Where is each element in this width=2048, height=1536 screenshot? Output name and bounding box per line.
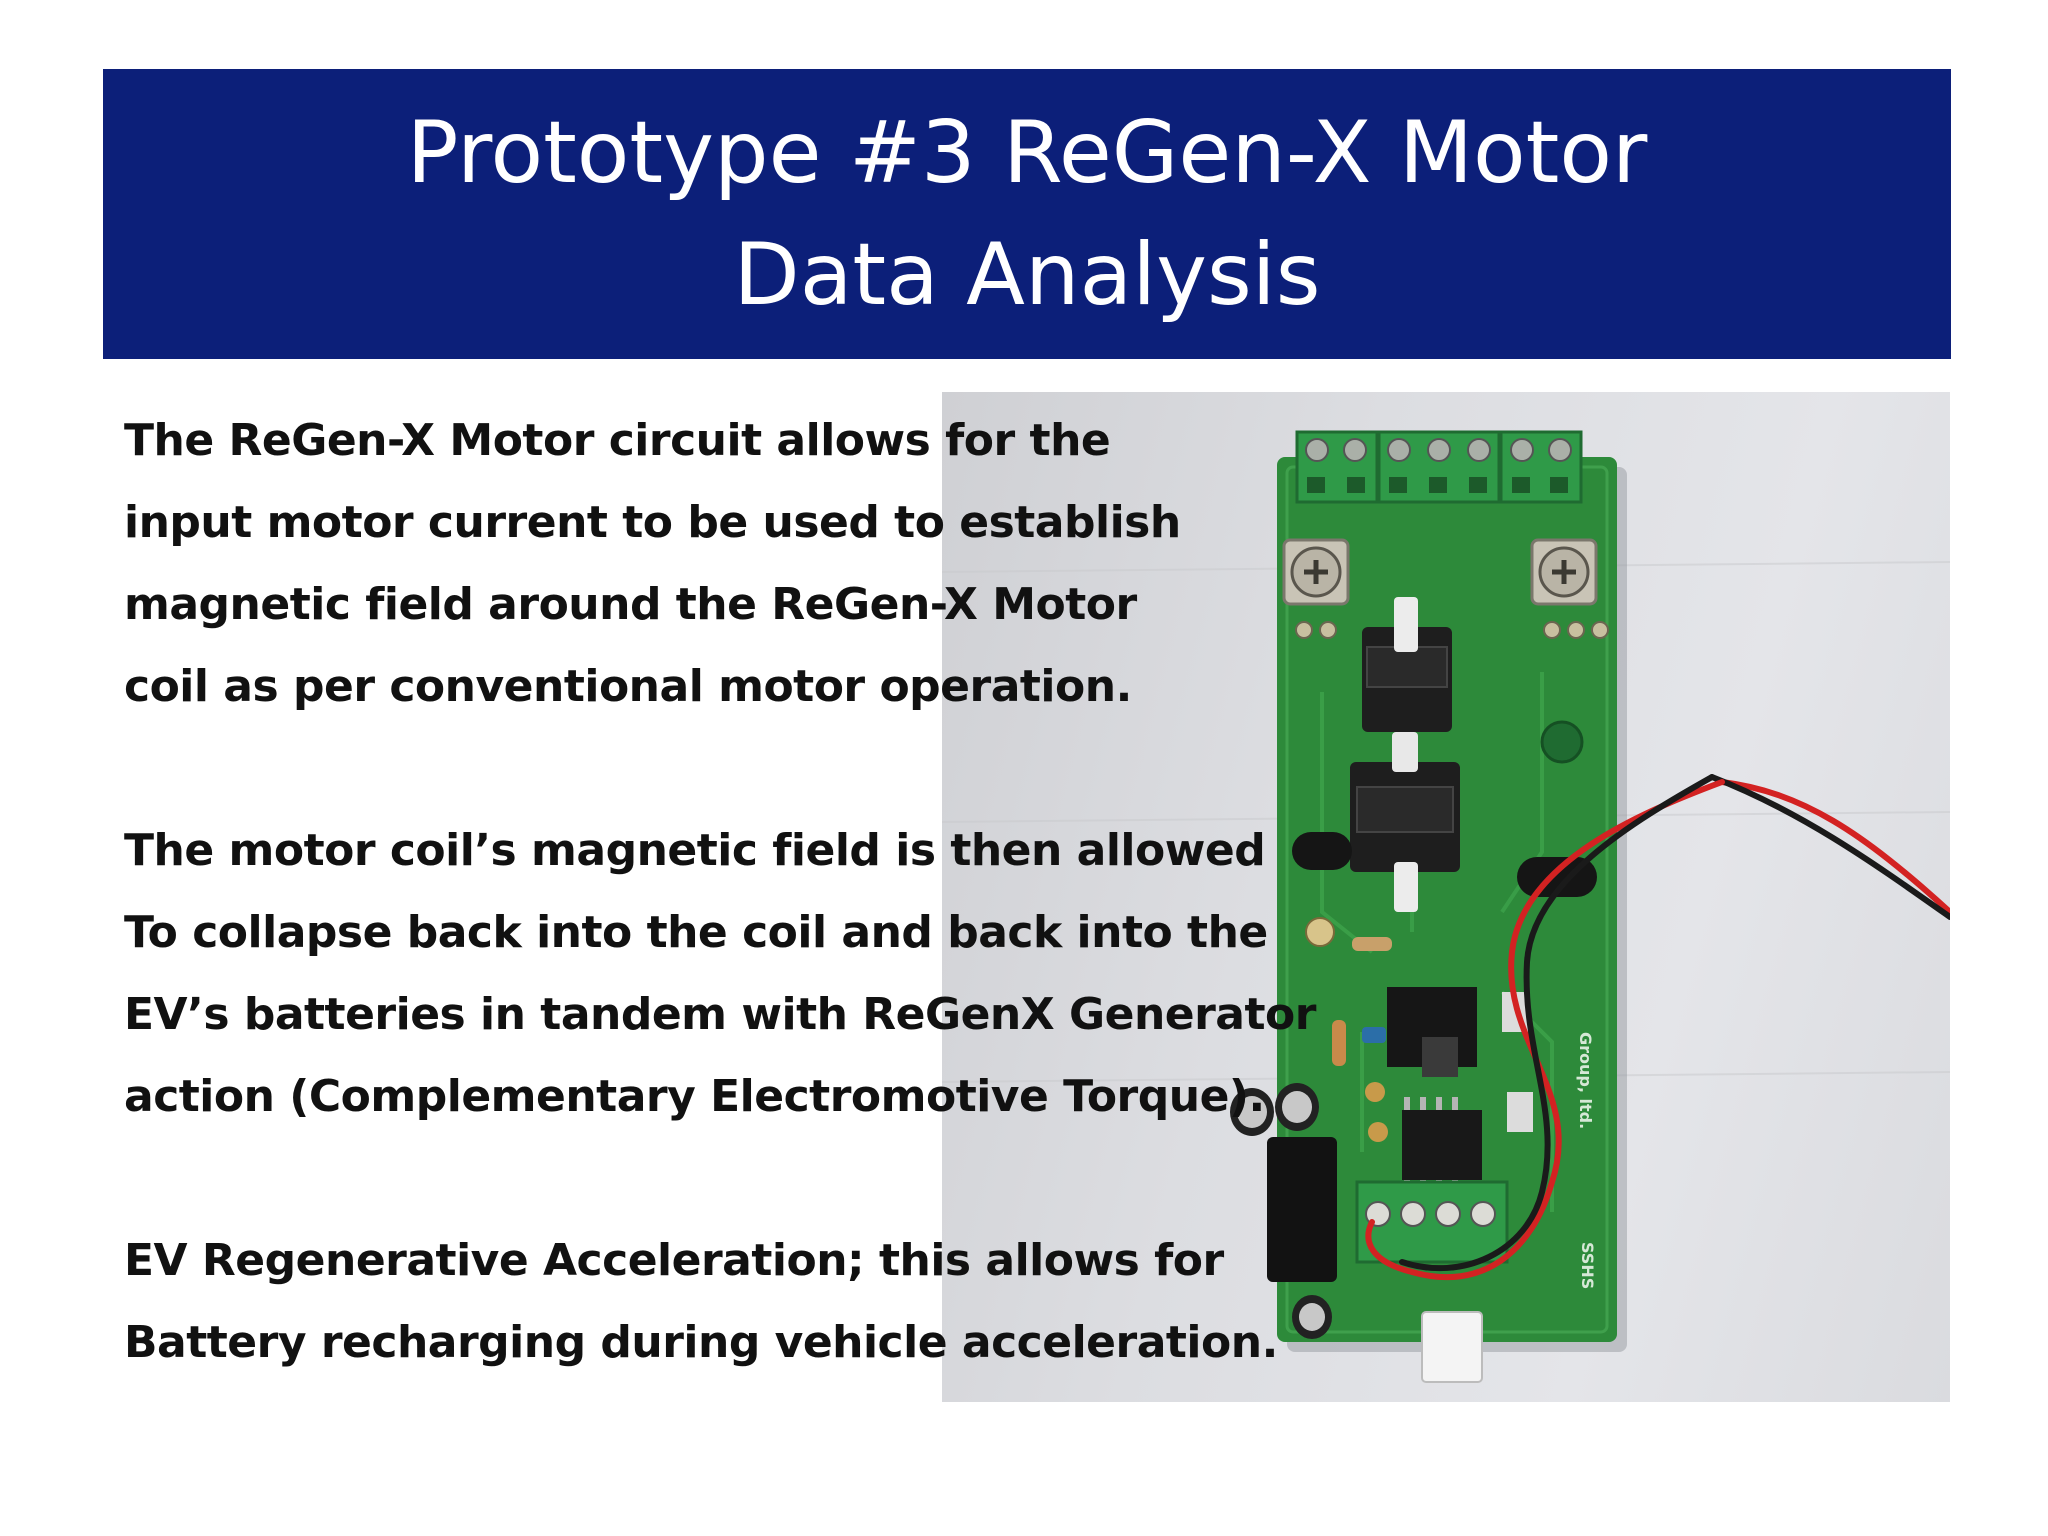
- twisted-wire: [1365, 774, 1950, 1281]
- paragraph-1: The ReGen-X Motor circuit allows for the…: [124, 400, 1324, 728]
- paragraph-1-line-1: The ReGen-X Motor circuit allows for the: [124, 415, 1111, 466]
- body-text: The ReGen-X Motor circuit allows for the…: [124, 400, 1324, 1466]
- paragraph-3-line-1: EV Regenerative Acceleration; this allow…: [124, 1235, 1224, 1286]
- top-terminal-blocks: [1295, 430, 1583, 504]
- board-label-1: Group, ltd.: [1576, 1032, 1595, 1129]
- paragraph-1-line-2: input motor current to be used to establ…: [124, 497, 1181, 548]
- title-line-1: Prototype #3 ReGen-X Motor: [406, 103, 1648, 203]
- paragraph-2-line-2: To collapse back into the coil and back …: [124, 907, 1268, 958]
- ic-chips: [1387, 987, 1482, 1193]
- paragraph-1-line-3: magnetic field around the ReGen-X Motor: [124, 579, 1137, 630]
- circuit-board-photo: Group, ltd. SSHS: [942, 392, 1950, 1402]
- paragraph-2-line-4: action (Complementary Electromotive Torq…: [124, 1071, 1265, 1122]
- relay: [1267, 1137, 1337, 1282]
- paragraph-2-line-1: The motor coil’s magnetic field is then …: [124, 825, 1266, 876]
- paragraph-2-line-3: EV’s batteries in tandem with ReGenX Gen…: [124, 989, 1316, 1040]
- capacitors: [1230, 1083, 1332, 1339]
- mounting-screws: [1282, 538, 1598, 606]
- bottom-terminal-block: [1355, 1180, 1509, 1264]
- paragraph-3-line-2: Battery recharging during vehicle accele…: [124, 1317, 1278, 1368]
- title-line-2: Data Analysis: [733, 225, 1321, 325]
- paragraph-2: The motor coil’s magnetic field is then …: [124, 810, 1324, 1138]
- board-label-2: SSHS: [1578, 1242, 1597, 1289]
- title-banner: Prototype #3 ReGen-X Motor Data Analysis: [103, 69, 1951, 359]
- paragraph-3: EV Regenerative Acceleration; this allow…: [124, 1220, 1324, 1384]
- paragraph-1-line-4: coil as per conventional motor operation…: [124, 661, 1132, 712]
- power-transistors: [1350, 597, 1460, 912]
